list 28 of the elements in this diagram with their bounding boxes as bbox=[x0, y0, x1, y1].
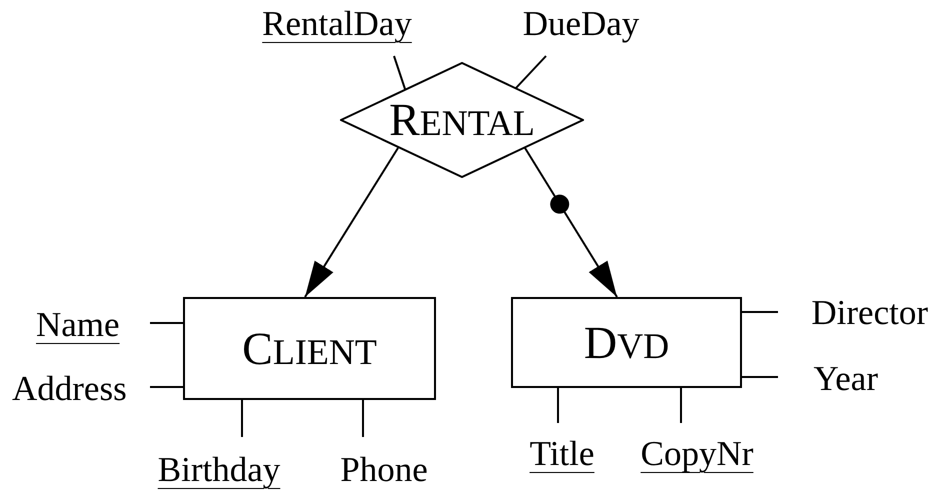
attribute-name: DueDay bbox=[522, 6, 640, 41]
attribute-name: Year bbox=[814, 360, 878, 396]
connector-line bbox=[680, 388, 682, 423]
connector-line bbox=[150, 322, 183, 324]
connector-line bbox=[742, 311, 778, 313]
attribute-name: Title bbox=[530, 436, 594, 471]
arrow bbox=[524, 147, 618, 298]
entity-name: DVD bbox=[584, 320, 670, 366]
connector-line bbox=[150, 386, 183, 388]
connector-line bbox=[557, 388, 559, 423]
relationship-name: RENTAL bbox=[389, 97, 535, 143]
attribute-name: CopyNr bbox=[640, 436, 754, 471]
attribute-name: Phone bbox=[340, 452, 428, 487]
attribute-name: Address bbox=[12, 370, 127, 406]
attribute-name: Birthday bbox=[158, 452, 280, 487]
attribute-name: Director bbox=[811, 294, 928, 330]
connector-line bbox=[742, 376, 778, 378]
entity-box bbox=[511, 297, 742, 388]
attribute-name: Name bbox=[36, 306, 120, 342]
attribute-name: RentalDay bbox=[262, 6, 412, 41]
connector-line bbox=[393, 56, 406, 90]
relationship-diamond bbox=[340, 62, 584, 178]
connector-line bbox=[515, 55, 547, 89]
connector-line bbox=[362, 400, 364, 437]
entity-box bbox=[183, 297, 436, 400]
connector-line bbox=[241, 400, 243, 437]
arrow bbox=[304, 147, 399, 298]
entity-name: CLIENT bbox=[242, 326, 377, 372]
